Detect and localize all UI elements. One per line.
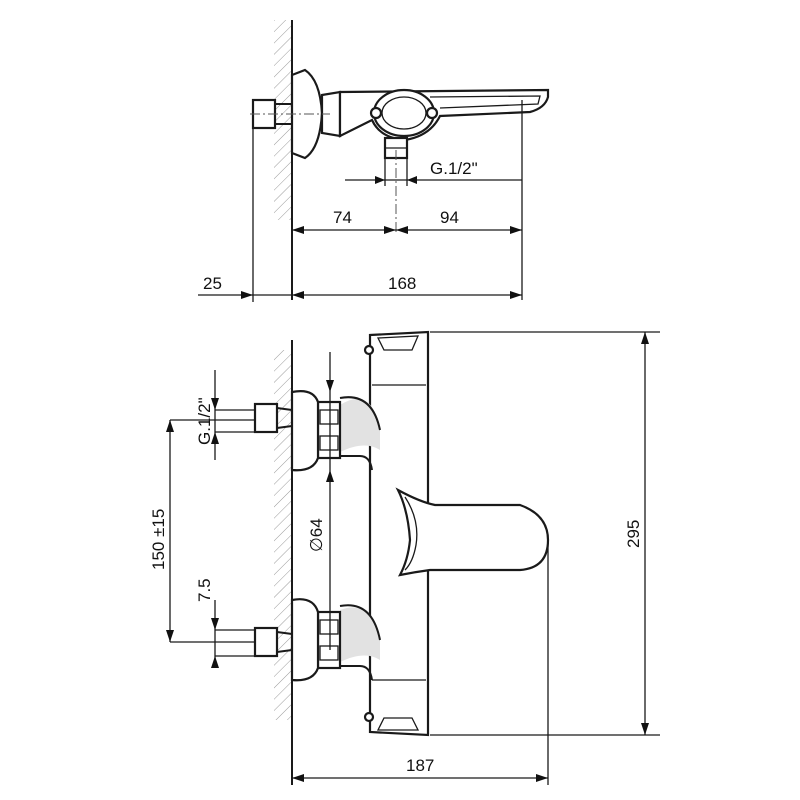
side-dim-25: 25: [203, 274, 222, 293]
front-thread-label: G.1/2": [195, 397, 214, 445]
side-dim-168: 168: [388, 274, 416, 293]
front-main-body: [368, 330, 430, 737]
front-dim-eccentric: 7.5: [195, 578, 214, 602]
side-thread-label: G.1/2": [430, 159, 478, 178]
front-top-inlet: [215, 390, 381, 472]
diameter-symbol: ∅: [307, 537, 326, 552]
front-dim-flange: ∅64: [307, 518, 326, 552]
front-spout: [395, 487, 550, 577]
front-dim-height: 295: [624, 520, 643, 548]
side-dim-94: 94: [440, 208, 459, 227]
front-dim-centers: 150 ±15: [149, 509, 168, 570]
front-view: ∅64 G.1/2" 150 ±15 7.5 295 187: [149, 330, 660, 785]
front-dim-projection: 187: [406, 756, 434, 775]
side-wall-hatch: [274, 20, 292, 220]
side-dim-74: 74: [333, 208, 352, 227]
front-wall-hatch: [274, 350, 292, 720]
side-view: G.1/2" 74 94 25 168: [198, 20, 550, 302]
front-bottom-inlet: [215, 598, 381, 682]
